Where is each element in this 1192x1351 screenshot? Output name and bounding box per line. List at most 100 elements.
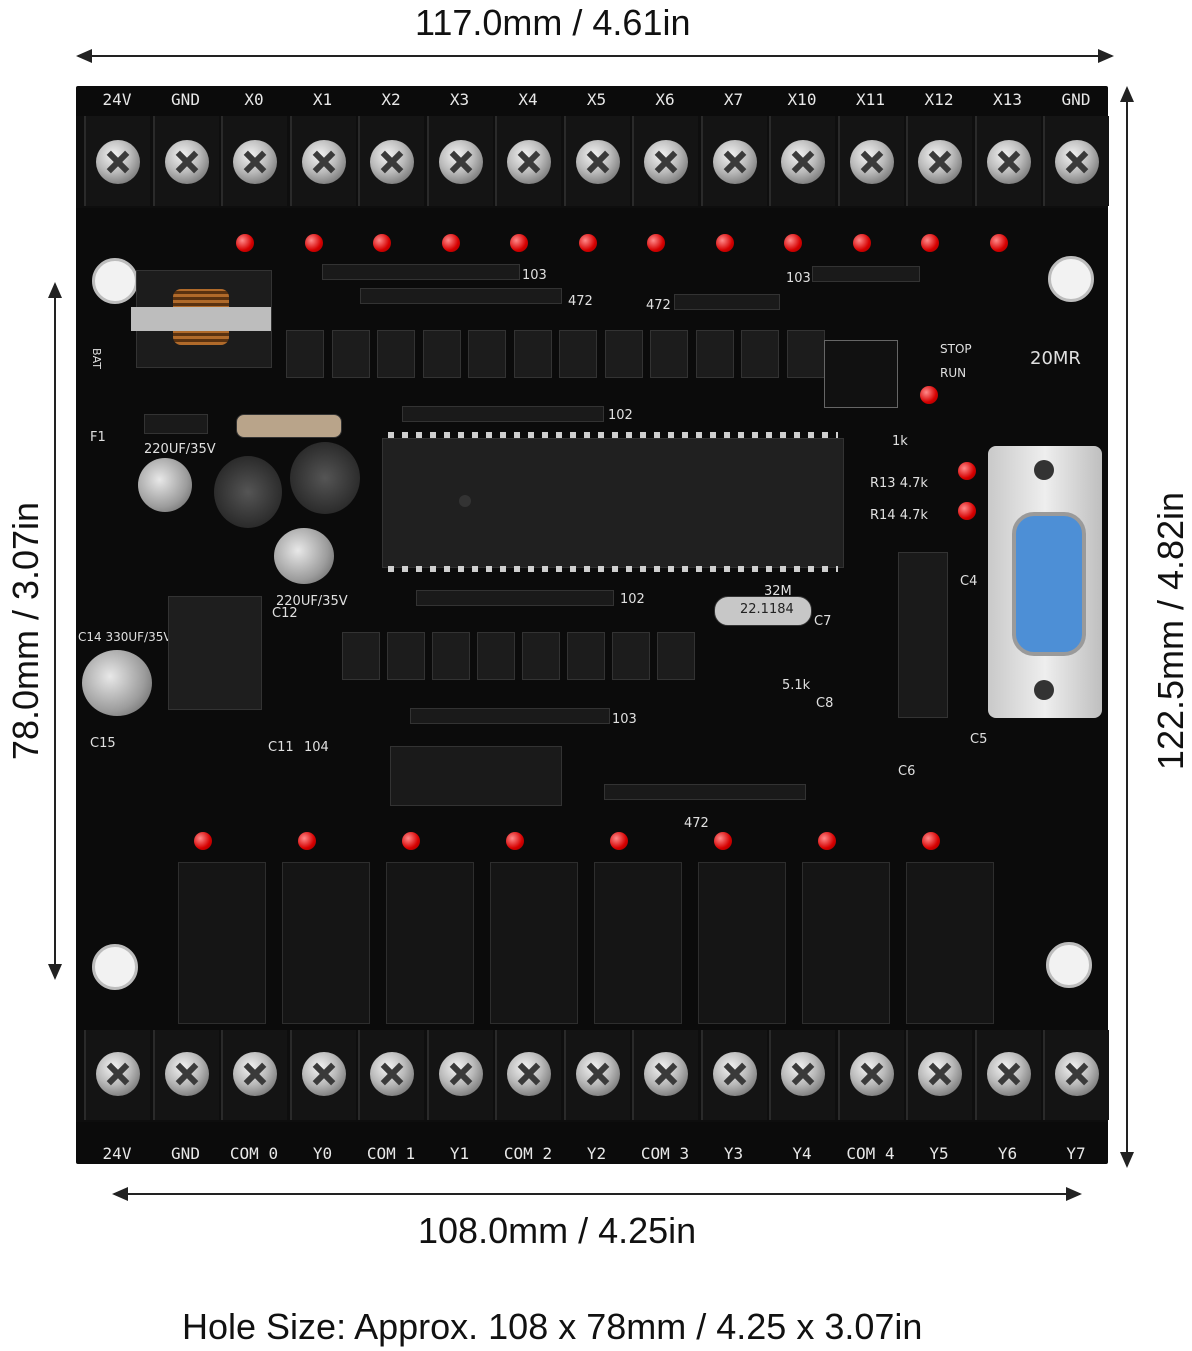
status-led-2: [958, 502, 976, 520]
terminal-screw[interactable]: [712, 140, 757, 184]
terminal-screw[interactable]: [164, 140, 209, 184]
model-label: 20MR: [1030, 348, 1081, 369]
terminal-block: [221, 116, 287, 206]
terminal-screw[interactable]: [849, 1052, 894, 1096]
capacitor-1: [138, 458, 192, 512]
terminal-screw[interactable]: [575, 140, 620, 184]
terminal-screw[interactable]: [507, 1052, 551, 1096]
silk-472-b: 472: [646, 298, 671, 313]
output-led: [922, 832, 940, 850]
terminal-screw[interactable]: [575, 1052, 620, 1096]
terminal-block: [358, 1030, 424, 1120]
r51k-label: 5.1k: [782, 678, 811, 693]
terminal-screw[interactable]: [1055, 140, 1099, 184]
hole-size-label: Hole Size: Approx. 108 x 78mm / 4.25 x 3…: [182, 1306, 923, 1347]
terminal-screw[interactable]: [849, 140, 894, 184]
status-led-1: [958, 462, 976, 480]
terminal-screw[interactable]: [301, 140, 346, 184]
optocoupler: [559, 330, 597, 378]
terminal-screw[interactable]: [438, 140, 483, 184]
left-height-label: 78.0mm / 3.07in: [5, 501, 46, 761]
terminal-block: [974, 116, 1041, 206]
terminal-block: [632, 1030, 698, 1120]
mounting-hole-bl: [92, 944, 138, 990]
terminal-screw[interactable]: [644, 140, 688, 184]
serial-port-insert: [1012, 512, 1086, 656]
terminal-screw[interactable]: [507, 140, 551, 184]
terminal-screw[interactable]: [644, 1052, 688, 1096]
terminal-screw[interactable]: [986, 140, 1031, 184]
input-led: [510, 234, 528, 252]
terminal-block: [426, 116, 493, 206]
terminal-screw[interactable]: [438, 1052, 483, 1096]
dip-switch[interactable]: [824, 340, 898, 408]
terminal-screw[interactable]: [164, 1052, 209, 1096]
terminal-block: [974, 1030, 1041, 1120]
terminal-screw[interactable]: [96, 1052, 140, 1096]
top-terminal-label: X7: [723, 90, 744, 109]
terminal-screw[interactable]: [712, 1052, 757, 1096]
top-terminal-label: X13: [993, 90, 1022, 109]
bottom-width-label: 108.0mm / 4.25in: [418, 1210, 697, 1251]
output-led: [194, 832, 212, 850]
terminal-screw[interactable]: [781, 1052, 825, 1096]
bottom-terminal-label: Y4: [792, 1144, 812, 1163]
bat-label: BAT: [89, 348, 103, 369]
terminal-screw[interactable]: [301, 1052, 346, 1096]
input-led: [578, 234, 597, 252]
top-terminal-label: X3: [449, 90, 470, 109]
bottom-width-arrow: [112, 1187, 1082, 1201]
terminal-screw[interactable]: [233, 140, 277, 184]
optocoupler: [695, 330, 734, 378]
terminal-block: [769, 116, 835, 206]
bottom-terminal-row: [76, 1030, 1109, 1122]
bottom-terminal-label: Y6: [997, 1144, 1018, 1163]
terminal-screw[interactable]: [1055, 1052, 1099, 1096]
right-height-label: 122.5mm / 4.82in: [1150, 491, 1191, 771]
terminal-screw[interactable]: [370, 140, 414, 184]
bottom-terminal-label: Y7: [1066, 1144, 1086, 1163]
terminal-screw[interactable]: [918, 140, 962, 184]
terminal-block: [289, 1030, 356, 1120]
bottom-terminal-label: Y3: [723, 1144, 744, 1163]
terminal-screw[interactable]: [96, 140, 140, 184]
input-led: [989, 234, 1008, 252]
top-terminal-label: X2: [381, 90, 401, 109]
terminal-block: [769, 1030, 835, 1120]
terminal-screw[interactable]: [781, 140, 825, 184]
terminal-screw[interactable]: [986, 1052, 1031, 1096]
input-led: [647, 234, 665, 252]
driver-chip: [390, 746, 562, 806]
optocoupler: [468, 330, 506, 378]
c5-label: C5: [970, 732, 988, 747]
microcontroller-chip: [382, 438, 844, 568]
input-led: [852, 234, 871, 252]
terminal-screw[interactable]: [370, 1052, 414, 1096]
diode: [144, 414, 208, 434]
top-terminal-label: X6: [655, 90, 675, 109]
relay: [594, 862, 682, 1024]
crystal-label: 22.1184: [740, 602, 794, 617]
optocoupler: [331, 330, 370, 378]
crystal-oscillator: [714, 596, 812, 626]
silk-472-c: 472: [684, 816, 709, 831]
top-terminal-label: X1: [312, 90, 333, 109]
top-width-arrow: [76, 49, 1114, 63]
terminal-block: [1043, 116, 1109, 206]
input-led: [304, 234, 323, 252]
run-led: [920, 386, 938, 404]
relay: [178, 862, 266, 1024]
v104-label: 104: [304, 740, 329, 755]
terminal-screw[interactable]: [918, 1052, 962, 1096]
top-terminal-label: 24V: [102, 90, 132, 109]
resistor: [236, 414, 342, 438]
serial-port[interactable]: [988, 446, 1102, 718]
terminal-screw[interactable]: [233, 1052, 277, 1096]
voltage-regulator: [168, 596, 262, 710]
terminal-block: [632, 116, 698, 206]
relay: [282, 862, 370, 1024]
mounting-hole-br: [1046, 942, 1092, 988]
resistor-network-5: [402, 406, 604, 422]
top-terminal-label: X10: [787, 90, 817, 109]
resistor-network-3: [674, 294, 780, 310]
